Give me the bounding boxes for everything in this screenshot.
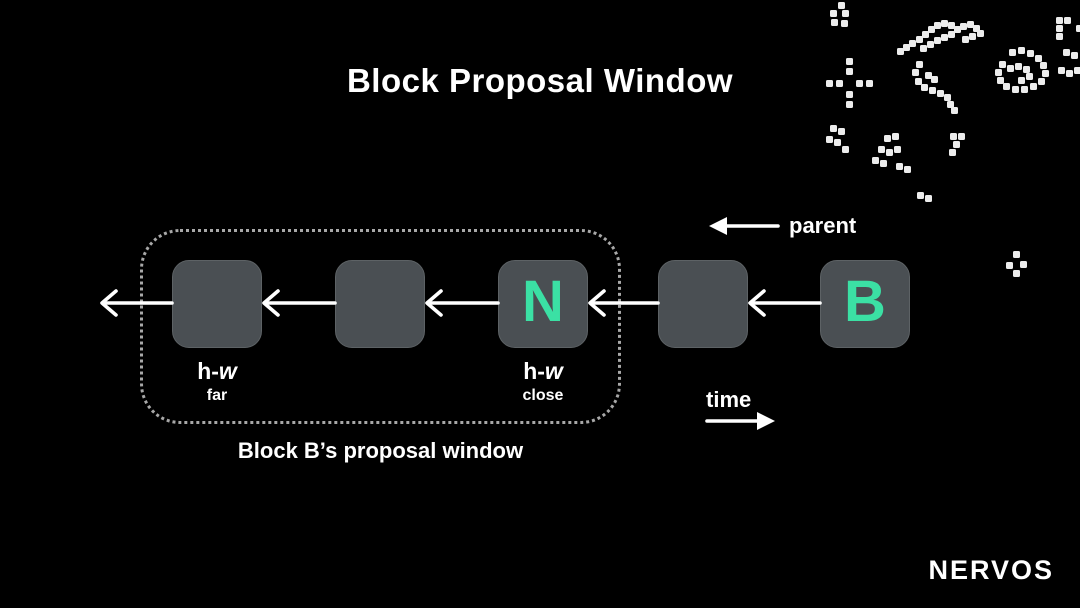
parent-arrow-icon — [709, 217, 780, 235]
decor-dot — [1056, 17, 1063, 24]
label-far: far — [206, 387, 228, 404]
decor-dot — [878, 146, 885, 153]
block-b: B — [820, 260, 910, 348]
block-h-w-far — [172, 260, 262, 348]
decor-dot — [841, 20, 848, 27]
decor-dot — [1063, 49, 1070, 56]
decor-dot — [954, 26, 961, 33]
decor-dot — [897, 48, 904, 55]
decor-dot — [948, 22, 955, 29]
decor-dot — [1035, 55, 1042, 62]
decor-dot — [1020, 261, 1027, 268]
decor-dot — [934, 37, 941, 44]
block-between-n-and-b — [658, 260, 748, 348]
label-h-w-close: h-w close — [453, 358, 633, 405]
decor-dot — [1056, 25, 1063, 32]
decor-dot — [948, 31, 955, 38]
time-label: time — [706, 387, 752, 412]
decor-dot — [834, 139, 841, 146]
decor-dot — [880, 160, 887, 167]
decor-dot — [842, 146, 849, 153]
decor-dot — [977, 30, 984, 37]
decor-dot — [951, 107, 958, 114]
decor-dot — [953, 141, 960, 148]
decor-dot — [826, 136, 833, 143]
decor-dot — [969, 33, 976, 40]
formula-h-w: h-w — [197, 358, 237, 384]
decor-dot — [973, 25, 980, 32]
block-middle-window — [335, 260, 425, 348]
decor-dot — [830, 10, 837, 17]
chain-arrow-b5-b4-icon — [748, 289, 822, 317]
block-n: N — [498, 260, 588, 348]
decor-dot — [1076, 25, 1080, 32]
decor-dot — [884, 135, 891, 142]
decor-dot — [917, 192, 924, 199]
decor-dot — [1006, 262, 1013, 269]
decor-dot — [950, 133, 957, 140]
decor-dot — [892, 133, 899, 140]
decor-dot — [909, 40, 916, 47]
decor-dot — [846, 101, 853, 108]
decor-dot — [922, 31, 929, 38]
decor-dot — [967, 21, 974, 28]
decor-dot — [838, 2, 845, 9]
formula-h-w: h-w — [523, 358, 563, 384]
decor-dot — [1013, 270, 1020, 277]
decor-dot — [958, 133, 965, 140]
decor-dot — [949, 149, 956, 156]
page-title: Block Proposal Window — [346, 62, 734, 99]
block-letter: B — [844, 269, 886, 334]
decor-dot — [1013, 251, 1020, 258]
decor-dot — [1064, 17, 1071, 24]
decor-dot — [896, 163, 903, 170]
decor-dot — [934, 22, 941, 29]
decor-dot — [831, 19, 838, 26]
block-letter: N — [522, 269, 564, 334]
decor-dot — [872, 157, 879, 164]
decor-dot — [925, 195, 932, 202]
decor-dot — [927, 41, 934, 48]
decor-dot — [941, 20, 948, 27]
decor-dot — [928, 26, 935, 33]
decor-dot — [894, 146, 901, 153]
time-arrow-icon — [705, 412, 775, 430]
decor-dot — [920, 45, 927, 52]
decor-dot — [1071, 52, 1078, 59]
decor-dot — [903, 44, 910, 51]
proposal-window-dotted-box — [140, 229, 621, 424]
decor-dot — [1018, 47, 1025, 54]
decor-dot — [947, 101, 954, 108]
decor-dot — [1027, 50, 1034, 57]
parent-label: parent — [789, 213, 857, 238]
decor-dot — [962, 36, 969, 43]
decor-dot — [886, 149, 893, 156]
decor-dot — [830, 125, 837, 132]
decor-dot — [941, 34, 948, 41]
decor-dot — [838, 128, 845, 135]
decor-dot — [842, 10, 849, 17]
label-close: close — [522, 387, 564, 404]
decor-dot — [1009, 49, 1016, 56]
label-h-w-far: h-w far — [127, 358, 307, 405]
decor-dot — [916, 36, 923, 43]
decor-dot — [1056, 33, 1063, 40]
decor-dot — [960, 23, 967, 30]
nervos-logo: NERVOS — [928, 555, 1054, 585]
window-caption: Block B’s proposal window — [237, 438, 524, 463]
decor-dot — [904, 166, 911, 173]
